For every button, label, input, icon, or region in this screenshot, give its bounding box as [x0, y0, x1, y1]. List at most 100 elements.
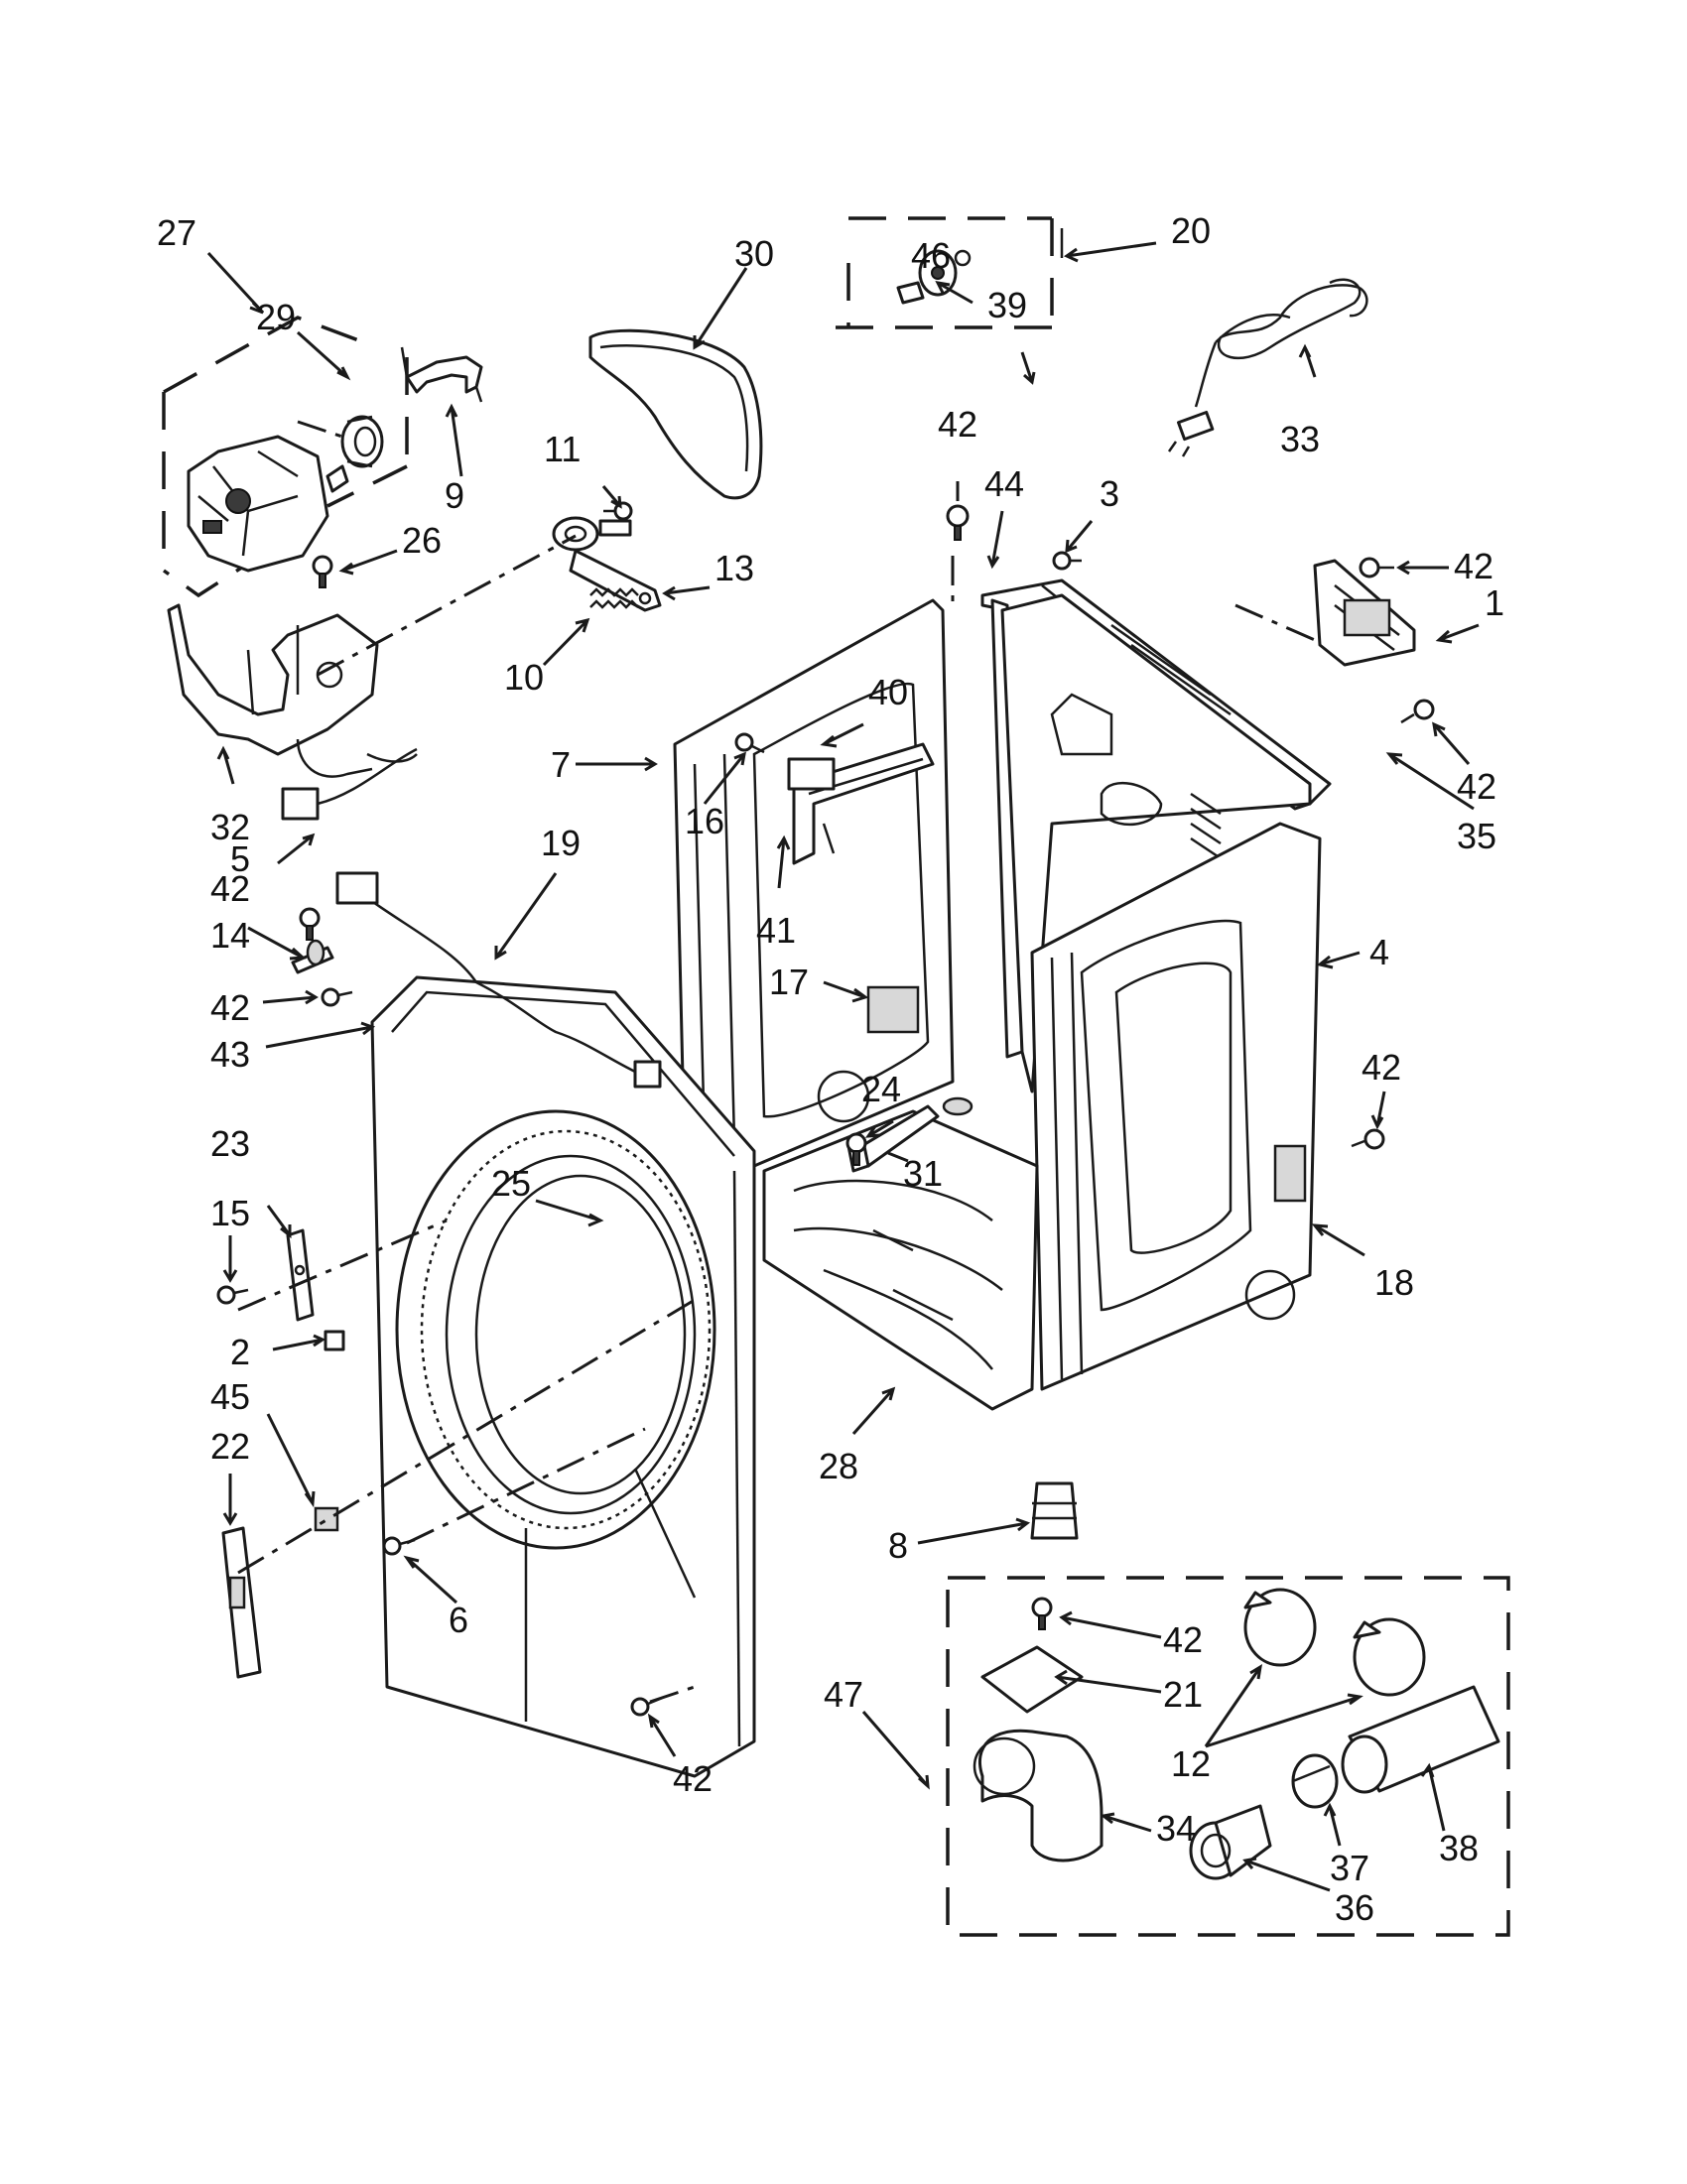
callout-43: 43	[210, 1034, 250, 1075]
screw-16	[734, 732, 765, 754]
control-bracket	[1313, 559, 1416, 667]
callout-44: 44	[984, 463, 1024, 504]
callout-21: 21	[1163, 1674, 1203, 1715]
rear-panel	[1000, 593, 1312, 1093]
callout-2: 2	[230, 1332, 250, 1372]
callout-12: 12	[1171, 1743, 1211, 1784]
callout-42-top: 42	[938, 404, 977, 445]
duct-clamp-small	[1291, 1753, 1339, 1809]
elbow-duct	[973, 1729, 1103, 1863]
callout-1: 1	[1485, 582, 1504, 623]
callout-45: 45	[210, 1376, 250, 1417]
callout-17: 17	[769, 962, 809, 1002]
group-box-20-pulley	[834, 216, 1064, 329]
callout-37: 37	[1330, 1848, 1369, 1888]
callout-35: 35	[1457, 816, 1496, 856]
door-switch	[324, 1330, 345, 1351]
callout-42-clip: 42	[210, 868, 250, 909]
callout-15: 15	[210, 1193, 250, 1233]
idler-arm	[569, 549, 662, 612]
screw-42-right	[1400, 699, 1435, 724]
screw-42-clip	[299, 907, 321, 941]
vent-hood-2	[1353, 1617, 1426, 1697]
callout-23: 23	[210, 1123, 250, 1164]
callout-20: 20	[1171, 210, 1211, 251]
duct-tube-long	[1341, 1685, 1500, 1794]
callout-19: 19	[541, 823, 581, 863]
callout-47: 47	[824, 1674, 863, 1715]
callout-22: 22	[210, 1426, 250, 1467]
idler-pulley	[552, 516, 632, 552]
callout-4: 4	[1369, 932, 1389, 972]
duct-adapter	[1189, 1804, 1272, 1880]
screw-24	[845, 1132, 867, 1166]
callout-10: 10	[504, 657, 544, 698]
callout-27: 27	[157, 212, 196, 253]
door-seal	[420, 1129, 712, 1530]
front-panel	[370, 975, 756, 1778]
callout-39: 39	[987, 285, 1027, 325]
drive-belt	[588, 328, 763, 500]
callout-30: 30	[734, 233, 774, 274]
callout-28: 28	[819, 1446, 858, 1486]
callout-14: 14	[210, 915, 250, 956]
motor-clamp	[400, 346, 483, 403]
motor-mount-bracket	[167, 603, 379, 756]
screw-42-control	[1359, 557, 1394, 578]
callout-25: 25	[491, 1163, 531, 1204]
callout-42-control: 42	[1454, 546, 1493, 586]
callout-24: 24	[861, 1069, 901, 1109]
callout-13: 13	[714, 548, 754, 588]
callout-42-bottom: 42	[673, 1758, 713, 1799]
screw-42-kit	[1031, 1597, 1053, 1630]
callout-40: 40	[868, 672, 908, 712]
callout-6: 6	[449, 1600, 468, 1640]
vent-hood-1	[1243, 1588, 1317, 1667]
screw-42-front-top	[321, 987, 353, 1007]
group-box-47-vent-kit	[946, 1576, 1510, 1937]
screw-26	[312, 555, 333, 588]
motor-pulley	[340, 415, 384, 468]
leveling-leg	[1030, 1481, 1079, 1540]
door-strike	[286, 1228, 315, 1322]
screw-15	[216, 1285, 249, 1305]
callout-42-front: 42	[210, 987, 250, 1028]
wire-harness	[335, 871, 662, 1089]
callout-9: 9	[445, 475, 464, 516]
power-cord	[1167, 278, 1368, 457]
cabinet-base	[762, 1096, 1039, 1411]
callout-29: 29	[256, 297, 296, 337]
callout-31: 31	[903, 1153, 943, 1194]
wire-clip	[291, 939, 334, 974]
group-box-27-motor	[162, 316, 409, 598]
motor-switch-harness	[281, 738, 418, 821]
callout-3: 3	[1100, 473, 1119, 514]
rear-support-bracket	[787, 742, 935, 865]
screw-42-top	[946, 504, 970, 541]
callout-42-kit: 42	[1163, 1619, 1203, 1660]
vent-cover-plate	[980, 1645, 1084, 1714]
callout-41: 41	[756, 910, 796, 951]
callout-38: 38	[1439, 1828, 1479, 1868]
leader-lines	[206, 241, 1480, 1892]
assembly-lines	[237, 420, 1316, 1704]
drive-motor	[187, 435, 349, 573]
callout-42-side: 42	[1362, 1047, 1401, 1088]
callout-8: 8	[888, 1525, 908, 1566]
screw-42-side	[1351, 1128, 1385, 1150]
label-45	[314, 1506, 339, 1532]
callout-11: 11	[544, 429, 581, 469]
callout-26: 26	[402, 520, 442, 561]
screw-3	[1052, 551, 1082, 571]
side-panel-right	[1030, 822, 1322, 1391]
callout-5: 5	[230, 838, 250, 879]
callout-36: 36	[1335, 1887, 1374, 1928]
callout-32: 32	[210, 807, 250, 847]
side-panel-left	[673, 598, 955, 1168]
idler-spring	[589, 587, 639, 609]
callout-18: 18	[1374, 1262, 1414, 1303]
callout-7: 7	[551, 744, 571, 785]
callout-33: 33	[1280, 419, 1320, 459]
callout-42-right: 42	[1457, 766, 1496, 807]
